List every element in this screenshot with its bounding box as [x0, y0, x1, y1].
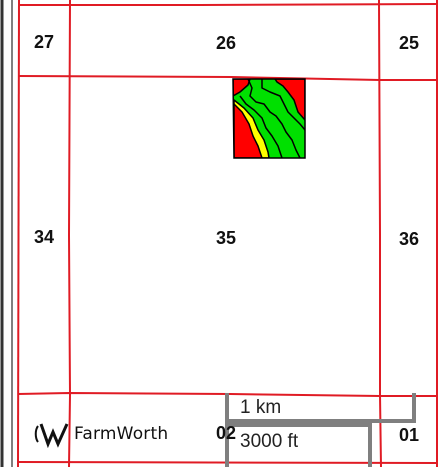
farmworth-logo-text: FarmWorth [74, 424, 169, 444]
zone-boundary-2 [261, 79, 305, 131]
section-label-26: 26 [215, 33, 237, 53]
zone-boundary-1 [247, 79, 301, 158]
section-label-25: 25 [398, 33, 420, 53]
section-label-36: 36 [398, 229, 420, 249]
section-line-h-lower [17, 391, 437, 397]
field-boundary [232, 78, 306, 159]
farmworth-w-logo-icon [34, 423, 69, 448]
zone-low-top-left [233, 79, 251, 97]
section-line-v-right [378, 0, 382, 467]
scale-label-imperial: 3000 ft [240, 431, 299, 452]
section-line-h-top [18, 3, 438, 6]
scale-label-metric: 1 km [240, 397, 282, 418]
section-line-v-left-outer [17, 0, 20, 467]
scale-bar: 1 km 3000 ft [222, 388, 422, 460]
section-label-34: 34 [33, 227, 55, 247]
section-label-02: 02 [215, 423, 237, 443]
section-label-27: 27 [33, 32, 55, 52]
section-grid [17, 0, 438, 467]
scale-bar-graphic [225, 393, 416, 467]
zone-low-bottom-left [233, 103, 263, 158]
section-label-01: 01 [398, 425, 420, 445]
field-zone-map[interactable] [232, 78, 306, 159]
zone-low-top-right [274, 79, 305, 121]
section-label-35: 35 [215, 228, 237, 248]
farmworth-logo[interactable]: FarmWorth [34, 420, 168, 448]
zone-boundary-3 [239, 95, 283, 158]
section-line-h-upper [17, 75, 437, 81]
section-line-v-left [67, 0, 72, 467]
scale-bar-metric [225, 393, 416, 423]
scale-bar-imperial [225, 423, 372, 467]
